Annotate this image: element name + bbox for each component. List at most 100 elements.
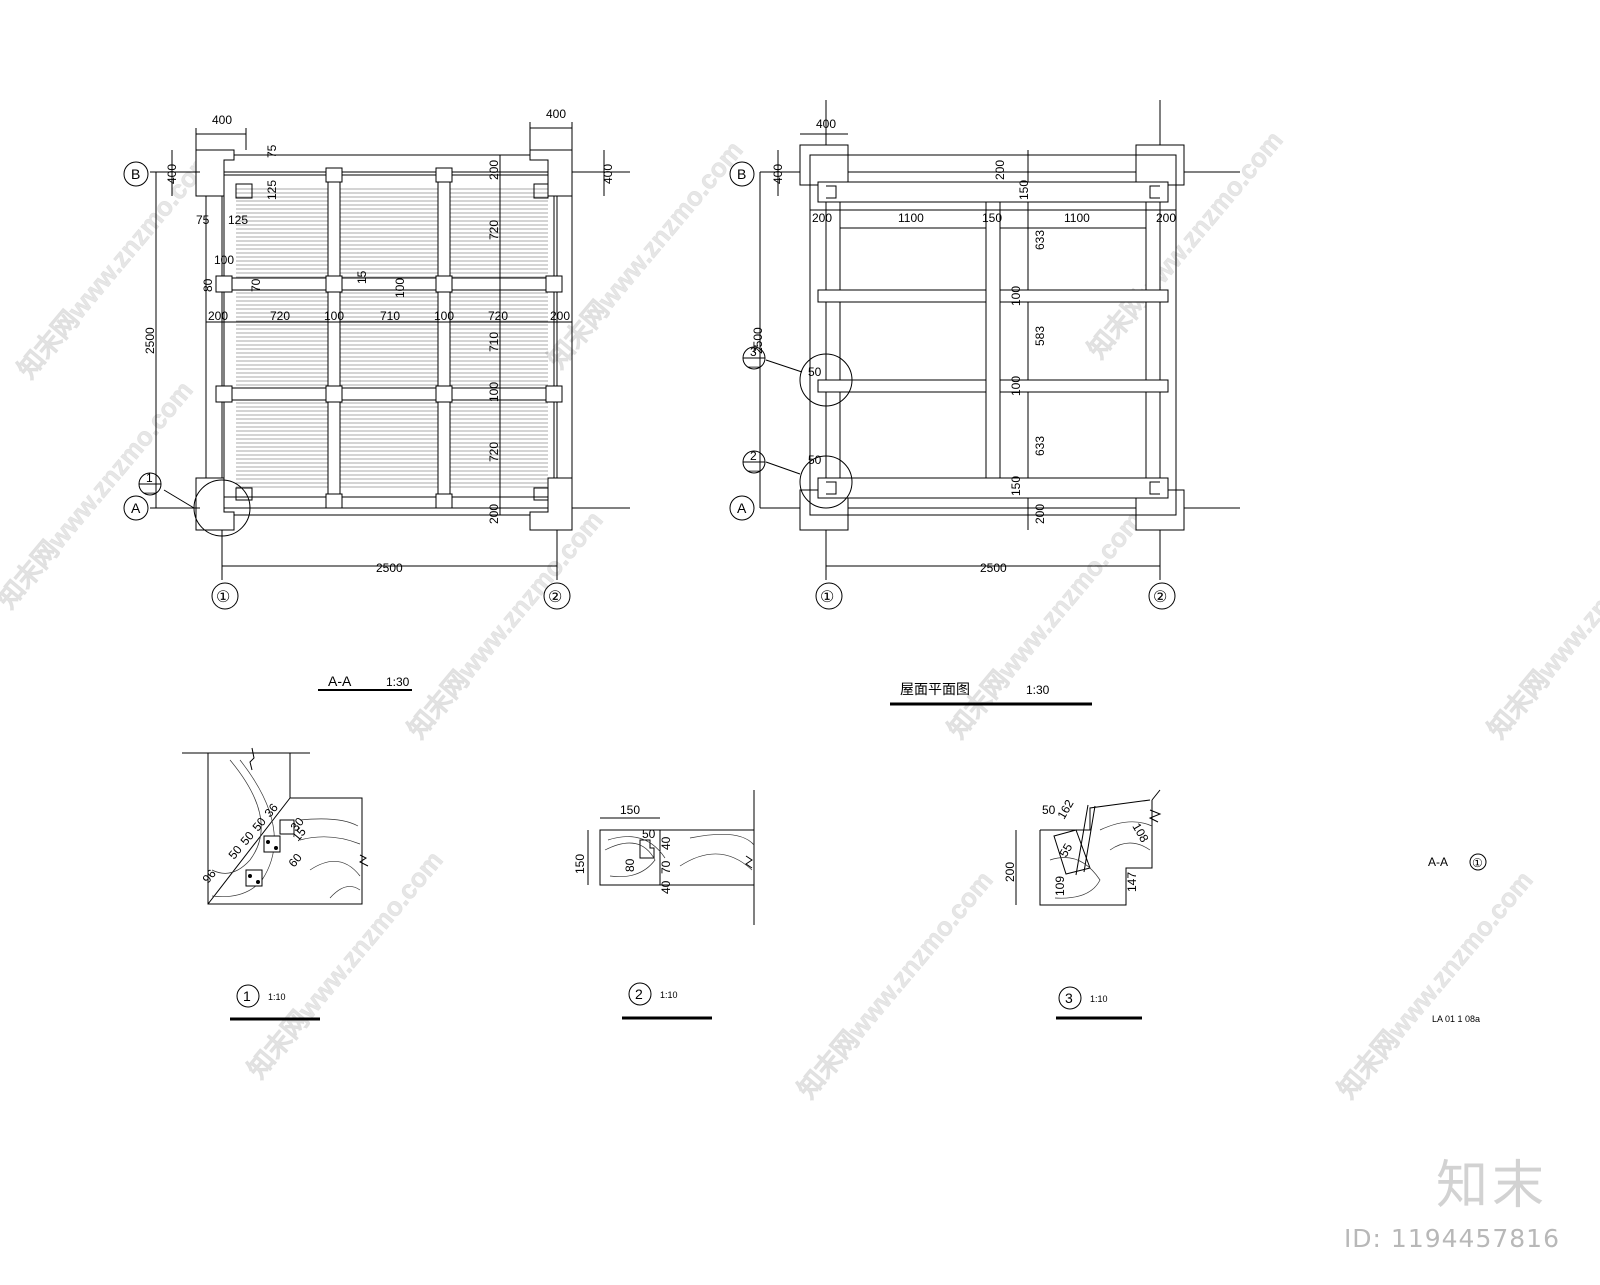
dim-detail: 70	[659, 860, 673, 874]
dim-post-height: 400	[601, 164, 615, 184]
dim-offset: 75	[265, 144, 279, 158]
callout-sheet: —	[748, 463, 760, 477]
callout-number: 1	[146, 471, 153, 485]
dim-post-width: 400	[816, 117, 836, 131]
dim-horizontal: 720	[488, 309, 508, 323]
dim-vertical: 100	[1009, 376, 1023, 396]
dim-detail: 200	[1003, 862, 1017, 882]
dim-total-width: 2500	[980, 561, 1007, 575]
dim-detail: 50	[808, 365, 822, 379]
grid-label-1: ①	[216, 589, 230, 606]
callout-sheet: —	[144, 485, 156, 499]
grid-label-b: B	[737, 166, 746, 182]
dim-small: 100	[214, 253, 234, 267]
dim-offset: 125	[265, 180, 279, 200]
watermark-text: 知末网www.znzmo.com	[792, 865, 999, 1104]
callout-sheet: —	[748, 359, 760, 373]
dim-top-band: 200	[487, 160, 501, 180]
dim-horizontal: 710	[380, 309, 400, 323]
image-id-label: ID: 1194457816	[1343, 1224, 1560, 1253]
section-outer-frame	[205, 154, 573, 516]
grid-label-1: ①	[820, 589, 834, 606]
dim-bay: 710	[487, 332, 501, 352]
watermark-text: 知末网www.znzmo.com	[0, 375, 199, 614]
dim-detail: 40	[659, 836, 673, 850]
dim-detail: 147	[1125, 872, 1139, 892]
side-note-ref: ①	[1472, 856, 1483, 870]
detail-number: 1	[243, 988, 251, 1004]
dim-vertical: 633	[1033, 230, 1047, 250]
brand-logo: 知末	[1435, 1156, 1548, 1216]
dim-beam: 100	[487, 382, 501, 402]
dim-total-height: 2500	[143, 327, 157, 354]
dim-detail: 60	[286, 850, 306, 869]
slat-fill-pattern	[236, 188, 548, 488]
dim-post-height: 400	[165, 164, 179, 184]
watermark-layer: 知末网www.znzmo.com 知末网www.znzmo.com 知末网www…	[0, 125, 1600, 1104]
roof-plan-view	[742, 100, 1240, 580]
detail-callout-circle[interactable]	[799, 353, 853, 407]
dim-horizontal: 1100	[898, 211, 924, 225]
dim-offset: 75	[196, 213, 210, 227]
section-aa-title: A-A	[328, 673, 352, 689]
dim-detail: 50	[226, 842, 246, 861]
section-aa-view	[138, 122, 630, 580]
detail-scale: 1:10	[660, 990, 678, 1000]
detail-scale: 1:10	[268, 992, 286, 1002]
detail-number: 3	[1065, 990, 1073, 1006]
dim-detail: 50	[1042, 803, 1056, 817]
dim-total-width: 2500	[376, 561, 403, 575]
dim-detail: 36	[262, 800, 282, 819]
watermark-text: 知末网www.znzmo.com	[242, 845, 449, 1084]
dim-detail: 50	[808, 453, 822, 467]
grid-label-b: B	[131, 166, 140, 182]
dim-top-band: 200	[993, 160, 1007, 180]
dim-post-width: 400	[546, 107, 566, 121]
dim-small: 70	[249, 278, 263, 292]
dim-vertical: 583	[1033, 326, 1047, 346]
detail-1-view	[182, 747, 369, 1021]
dim-horizontal: 1100	[1064, 211, 1090, 225]
grid-label-2: ②	[1153, 589, 1167, 606]
dim-detail: 50	[642, 827, 656, 841]
dim-detail: 150	[620, 803, 640, 817]
section-aa-scale: 1:30	[386, 675, 410, 689]
dim-small: 80	[201, 278, 215, 292]
watermark-text: 知末网www.znzmo.com	[1082, 125, 1289, 364]
side-note-label: A-A	[1428, 855, 1448, 869]
dim-detail: 96	[200, 866, 220, 885]
detail-scale: 1:10	[1090, 994, 1108, 1004]
detail-number: 2	[635, 986, 643, 1002]
dim-horizontal: 200	[550, 309, 570, 323]
roof-plan-title: 屋面平面图	[900, 681, 970, 697]
dim-horizontal: 200	[1156, 211, 1176, 225]
dim-detail: 109	[1053, 876, 1067, 896]
dim-bottom-band: 200	[1033, 504, 1047, 524]
dim-bay: 720	[487, 220, 501, 240]
watermark-text: 知末网www.znzmo.com	[1482, 505, 1600, 744]
sheet-code: LA 01 1 08a	[1432, 1014, 1480, 1024]
watermark-text: 知末网www.znzmo.com	[542, 135, 749, 374]
callout-number: 2	[750, 449, 757, 463]
dim-top-beam: 150	[1017, 180, 1031, 200]
dim-detail: 162	[1054, 797, 1076, 822]
dim-detail: 150	[573, 854, 587, 874]
dim-small: 15	[355, 270, 369, 284]
grid-label-2: ②	[548, 589, 562, 606]
callout-number: 3	[750, 345, 757, 359]
grid-label-a: A	[131, 500, 141, 516]
dim-vertical: 633	[1033, 436, 1047, 456]
watermark-text: 知末网www.znzmo.com	[12, 145, 219, 384]
dim-total-height: 2500	[751, 327, 765, 354]
roof-plan-scale: 1:30	[1026, 683, 1050, 697]
grid-label-a: A	[737, 500, 747, 516]
dim-post-width: 400	[212, 113, 232, 127]
watermark-text: 知末网www.znzmo.com	[402, 505, 609, 744]
detail-callout-circle[interactable]	[799, 455, 853, 509]
dim-bottom-band: 200	[487, 504, 501, 524]
dim-detail: 80	[623, 858, 637, 872]
dim-beam: 100	[393, 278, 407, 298]
dim-horizontal: 200	[812, 211, 832, 225]
